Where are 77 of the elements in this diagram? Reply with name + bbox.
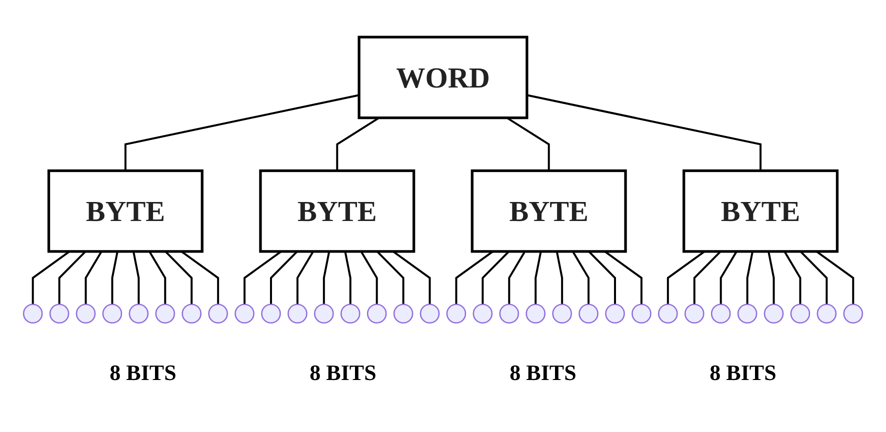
node-circle [234,304,254,324]
node-circle [102,304,122,324]
connector [556,251,564,304]
connector [746,251,754,304]
bit-count-label: 8 BITS [110,360,176,386]
node-circle [816,304,837,324]
connector [344,251,352,304]
node-box: BYTE [259,169,416,253]
connector [164,250,193,304]
node-circle [420,304,440,324]
connector [720,250,738,304]
node-circle [22,304,43,324]
connector [506,116,550,171]
connector [800,250,828,304]
connector [666,250,706,304]
node-circle [314,304,334,324]
connector [360,250,378,304]
node-box: BYTE [47,169,204,253]
connector [693,250,722,304]
connector [588,250,616,304]
connector [58,250,86,304]
node-circle [843,304,864,324]
connector [508,250,526,304]
connector [32,250,70,304]
node-circle [208,304,228,324]
node-circle [578,304,598,324]
node-circle [658,304,678,324]
node-circle [737,304,758,324]
node-circle [552,304,572,324]
node-circle [446,304,466,324]
connector [84,250,102,304]
connector [148,250,166,304]
connector [111,251,118,304]
node-box: WORD [358,36,528,120]
bit-count-label: 8 BITS [510,360,576,386]
node-circle [366,304,387,324]
node-circle [526,304,546,324]
connector [270,250,298,304]
node-circle [49,304,70,324]
node-circle [472,304,493,324]
node-circle [684,304,704,324]
node-circle [128,304,149,324]
connector [392,250,431,304]
connector [124,94,360,171]
node-circle [632,304,652,324]
connector [455,250,494,304]
node-circle [155,304,176,324]
bit-count-label: 8 BITS [710,360,776,386]
node-circle [288,304,308,324]
node-box: BYTE [682,169,839,253]
connector [132,251,140,304]
connector [336,116,380,171]
node-circle [182,304,202,324]
connector [768,251,775,304]
connector [526,94,762,171]
connector [604,250,642,304]
node-circle [764,304,784,324]
connector [784,250,802,304]
node-circle [393,304,414,324]
node-circle [710,304,731,324]
connector [322,251,330,304]
connector [180,250,220,304]
connector [482,250,510,304]
connector [376,250,404,304]
connector [534,251,542,304]
bit-count-label: 8 BITS [310,360,376,386]
connector [296,250,314,304]
connector [816,250,854,304]
connector [572,250,590,304]
node-circle [790,304,810,324]
node-circle [261,304,281,324]
node-circle [605,304,625,324]
node-circle [499,304,520,324]
node-box: BYTE [470,169,627,253]
connector [244,250,282,304]
node-circle [340,304,360,324]
node-circle [76,304,96,324]
